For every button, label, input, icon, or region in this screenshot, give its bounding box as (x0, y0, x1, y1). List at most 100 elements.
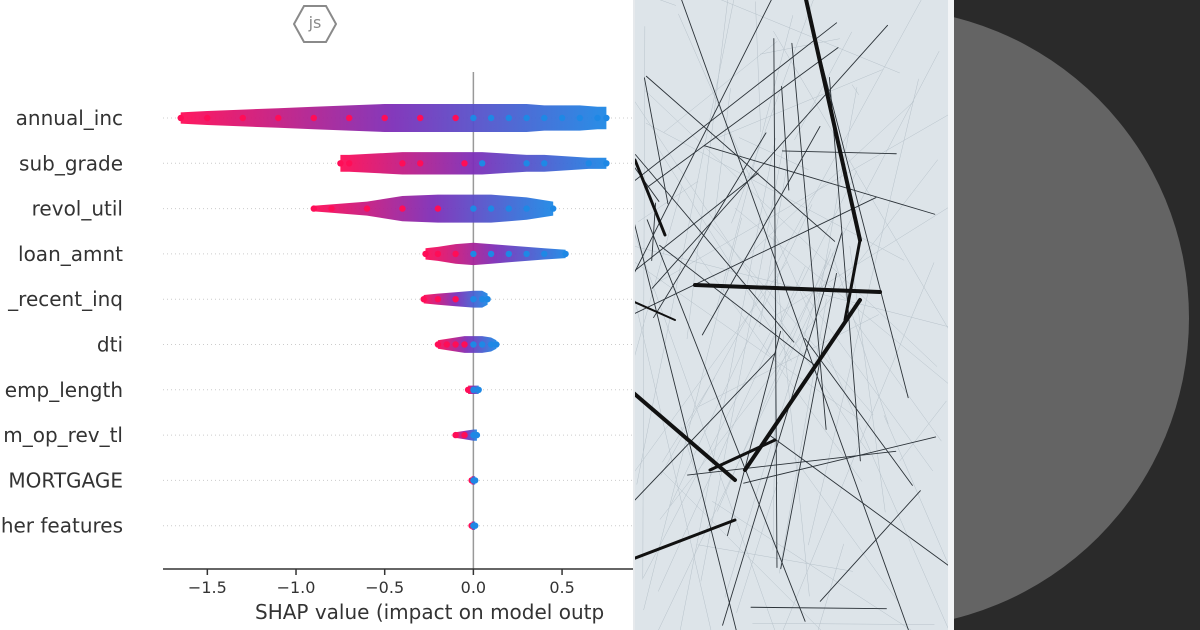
faint-thread (736, 482, 778, 613)
swarm-point (493, 341, 500, 348)
swarm-point (603, 160, 610, 167)
js-badge: js (293, 4, 337, 44)
swarm-point (585, 160, 592, 167)
faint-thread (662, 377, 715, 463)
thick-thread (708, 438, 777, 472)
panel-divider (633, 0, 635, 630)
thin-thread (804, 338, 913, 486)
thin-thread (643, 77, 669, 205)
faint-thread (772, 207, 948, 318)
swarm-point (479, 296, 486, 303)
swarm-point (479, 160, 486, 167)
swarm-point (470, 205, 477, 212)
swarm-point (558, 114, 566, 122)
faint-thread (772, 278, 778, 551)
faint-thread (643, 217, 742, 611)
swarm-point (452, 114, 459, 122)
swarm-band (340, 152, 607, 175)
swarm-point (487, 250, 495, 258)
swarm-point (603, 114, 610, 122)
faint-thread (662, 472, 822, 630)
swarm-band (180, 104, 607, 132)
thin-thread (743, 436, 937, 484)
faint-thread (697, 544, 853, 572)
swarm-point (381, 114, 388, 122)
thick-thread (635, 158, 667, 237)
shap-chart-svg: annual_incsub_graderevol_utilloan_amnt_r… (1, 72, 633, 624)
thin-thread (651, 24, 889, 289)
swarm-point (523, 160, 530, 167)
thin-thread (635, 197, 877, 314)
faint-thread (816, 87, 858, 312)
thin-thread (773, 38, 778, 568)
thin-thread (781, 86, 790, 191)
faint-thread (773, 31, 948, 329)
thin-thread (791, 42, 827, 430)
thick-thread (693, 283, 882, 294)
faint-thread (851, 84, 859, 95)
thick-thread (635, 301, 676, 321)
swarm-point (541, 160, 548, 167)
x-axis-label: SHAP value (impact on model outp (255, 600, 604, 624)
x-tick-label: −0.5 (365, 578, 404, 597)
thin-thread (635, 353, 775, 501)
swarm-point (337, 160, 344, 167)
swarm-point (472, 477, 479, 484)
thick-thread (804, 0, 862, 242)
swarm-point (346, 114, 353, 122)
faint-thread (808, 78, 919, 546)
feature-label: her features (1, 514, 123, 538)
swarm-point (422, 250, 429, 258)
swarm-point (310, 205, 317, 212)
swarm-point (505, 114, 512, 122)
swarm-point (505, 205, 512, 212)
faint-thread (853, 318, 942, 442)
feature-label: emp_length (5, 378, 123, 402)
thin-thread (750, 606, 887, 610)
swarm-point (470, 114, 477, 122)
feature-label: annual_inc (16, 106, 123, 130)
swarm-point (479, 341, 486, 348)
swarm-point (452, 431, 459, 439)
faint-thread (794, 31, 852, 141)
faint-thread (778, 51, 940, 357)
faint-thread (659, 159, 938, 520)
swarm-point (177, 114, 184, 122)
swarm-point (399, 160, 406, 167)
x-tick-label: −1.5 (188, 578, 227, 597)
feature-label: _recent_inq (7, 287, 123, 311)
faint-thread (759, 38, 840, 55)
swarm-point (464, 386, 472, 393)
feature-label: dti (97, 333, 123, 357)
feature-label: loan_amnt (18, 242, 123, 266)
faint-thread (720, 0, 900, 74)
thick-thread (635, 518, 737, 560)
faint-thread (663, 41, 778, 133)
swarm-point (461, 341, 468, 348)
swarm-point (434, 341, 442, 348)
faint-thread (658, 114, 948, 283)
faint-thread (709, 69, 883, 142)
faint-thread (714, 88, 731, 221)
faint-thread (642, 26, 646, 580)
x-tick-label: 0.0 (461, 578, 486, 597)
thin-thread (635, 223, 737, 630)
thin-thread (819, 490, 921, 602)
swarm-point (470, 296, 477, 303)
thin-thread (701, 126, 821, 336)
faint-thread (686, 0, 728, 340)
faint-thread (831, 252, 889, 425)
swarm-point (484, 296, 491, 303)
swarm-point (328, 205, 335, 212)
swarm-point (452, 341, 459, 348)
faint-thread (645, 90, 938, 367)
swarm-point (562, 250, 569, 258)
swarm-point (505, 250, 512, 258)
js-hexagon-icon (293, 5, 337, 43)
thin-thread (653, 132, 767, 319)
faint-thread (793, 457, 899, 603)
swarm-point (470, 250, 477, 258)
faint-thread (697, 314, 879, 408)
feature-label: m_op_rev_tl (3, 423, 123, 447)
